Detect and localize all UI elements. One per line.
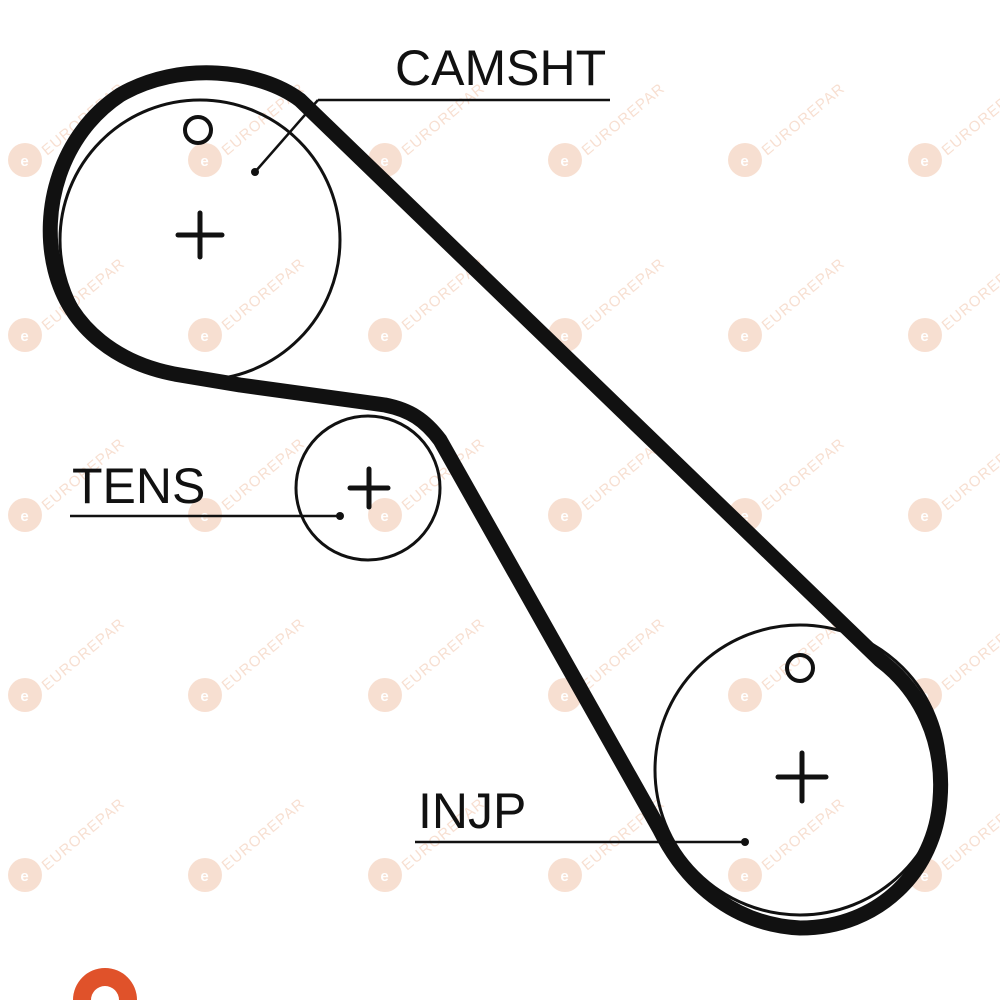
watermark-logo-icon [73, 968, 137, 1000]
watermark-logo-letter: e [740, 868, 749, 885]
injection-pump-label: INJP [418, 783, 526, 839]
watermark-text: EUROREPAR [939, 255, 1000, 334]
watermark-logo-icon [8, 678, 42, 712]
watermark-logo-letter: e [740, 688, 749, 705]
watermark-logo-icon [368, 498, 402, 532]
watermark-logo-icon [8, 318, 42, 352]
watermark-text: EUROREPAR [759, 255, 849, 334]
watermark-logo-letter: e [380, 688, 389, 705]
watermark-item: e EUROREPAR [8, 615, 128, 712]
watermark-item: e EUROREPAR [8, 795, 128, 892]
watermark-logo-icon [8, 858, 42, 892]
watermark-item: e EUROREPAR [908, 255, 1000, 352]
injection-pump-leader [415, 838, 749, 846]
watermark-logo-letter: e [380, 328, 389, 345]
watermark-text: EUROREPAR [219, 615, 309, 694]
watermark-logo-letter: e [380, 868, 389, 885]
watermark-item: e EUROREPAR [188, 795, 308, 892]
timing-mark-icon [183, 115, 213, 145]
watermark-logo-letter: e [380, 153, 389, 170]
watermark-logo-letter: e [560, 153, 569, 170]
watermark-item: e EUROREPAR [188, 255, 308, 352]
timing-belt [42, 65, 949, 936]
watermark-logo-letter: e [920, 508, 929, 525]
camshaft-leader [251, 98, 610, 176]
watermark-item: e EUROREPAR [908, 80, 1000, 177]
watermark-item: e EUROREPAR [368, 615, 488, 712]
watermark-logo-letter: e [560, 868, 569, 885]
watermark-logo-icon [188, 678, 222, 712]
watermark-logo-letter: e [920, 868, 929, 885]
timing-mark-icon [785, 653, 815, 683]
watermark-logo-icon [908, 318, 942, 352]
watermark-logo-letter: e [200, 868, 209, 885]
watermark-logo-letter: e [200, 328, 209, 345]
watermark-item: e EUROREPAR [548, 255, 668, 352]
watermark-text: EUROREPAR [759, 435, 849, 514]
watermark-text: EUROREPAR [219, 795, 309, 874]
watermark-logo-letter: e [200, 688, 209, 705]
camshaft-label: CAMSHT [395, 40, 606, 96]
watermark-logo-letter: e [20, 328, 29, 345]
watermark-logo-icon [188, 318, 222, 352]
watermark-logo-letter: e [560, 688, 569, 705]
watermark-logo-icon [548, 858, 582, 892]
tensioner-label: TENS [72, 458, 205, 514]
center-cross-icon [775, 750, 829, 804]
watermark-logo-letter: e [560, 328, 569, 345]
watermark-item: e EUROREPAR [908, 435, 1000, 532]
watermark-logo-letter: e [20, 508, 29, 525]
watermark-logo-icon [908, 498, 942, 532]
watermark-logo-icon [728, 858, 762, 892]
watermark-text: EUROREPAR [759, 80, 849, 159]
watermark-logo-icon [548, 498, 582, 532]
watermark-text: EUROREPAR [939, 615, 1000, 694]
watermark-item: e EUROREPAR [188, 615, 308, 712]
watermark-logo-letter: e [20, 153, 29, 170]
watermark-logo-icon [368, 858, 402, 892]
watermark-logo-icon [728, 143, 762, 177]
watermark-text: EUROREPAR [579, 615, 669, 694]
watermark-logo-letter: e [920, 328, 929, 345]
watermark-text: EUROREPAR [39, 615, 129, 694]
watermark-text: EUROREPAR [399, 615, 489, 694]
tensioner-pulley [294, 414, 442, 562]
watermark-text: EUROREPAR [219, 435, 309, 514]
watermark-logo-letter: e [740, 153, 749, 170]
watermark-logo-icon [908, 143, 942, 177]
center-cross-icon [175, 210, 225, 260]
watermark-logo-letter: e [380, 508, 389, 525]
watermark-logo-icon [368, 318, 402, 352]
watermark-item: e EUROREPAR [728, 435, 848, 532]
watermark-text: EUROREPAR [219, 255, 309, 334]
watermark-text: EUROREPAR [759, 795, 849, 874]
watermark-logo-icon [8, 143, 42, 177]
watermark-logo-icon [368, 678, 402, 712]
watermark-item: e EUROREPAR [728, 80, 848, 177]
watermark-text: EUROREPAR [939, 80, 1000, 159]
watermark-text: EUROREPAR [939, 435, 1000, 514]
watermark-item: e EUROREPAR [728, 255, 848, 352]
watermark-logo-letter: e [200, 153, 209, 170]
watermark-logo-letter: e [740, 508, 749, 525]
watermark-logo-letter: e [920, 153, 929, 170]
watermark-logo-icon [728, 678, 762, 712]
watermark-logo-letter: e [740, 328, 749, 345]
center-cross-icon [347, 466, 391, 510]
watermark-logo-icon [548, 143, 582, 177]
watermark-logo-icon [188, 143, 222, 177]
watermark-text: EUROREPAR [579, 255, 669, 334]
watermark-logo-letter: e [20, 868, 29, 885]
watermark-logo-icon [728, 318, 762, 352]
watermark-logo-letter: e [560, 508, 569, 525]
watermark-text: EUROREPAR [939, 795, 1000, 874]
watermark-logo-icon [8, 498, 42, 532]
watermark-logo-letter: e [20, 688, 29, 705]
watermark-logo-icon [188, 858, 222, 892]
tensioner-leader [70, 512, 344, 520]
watermark-text: EUROREPAR [39, 795, 129, 874]
